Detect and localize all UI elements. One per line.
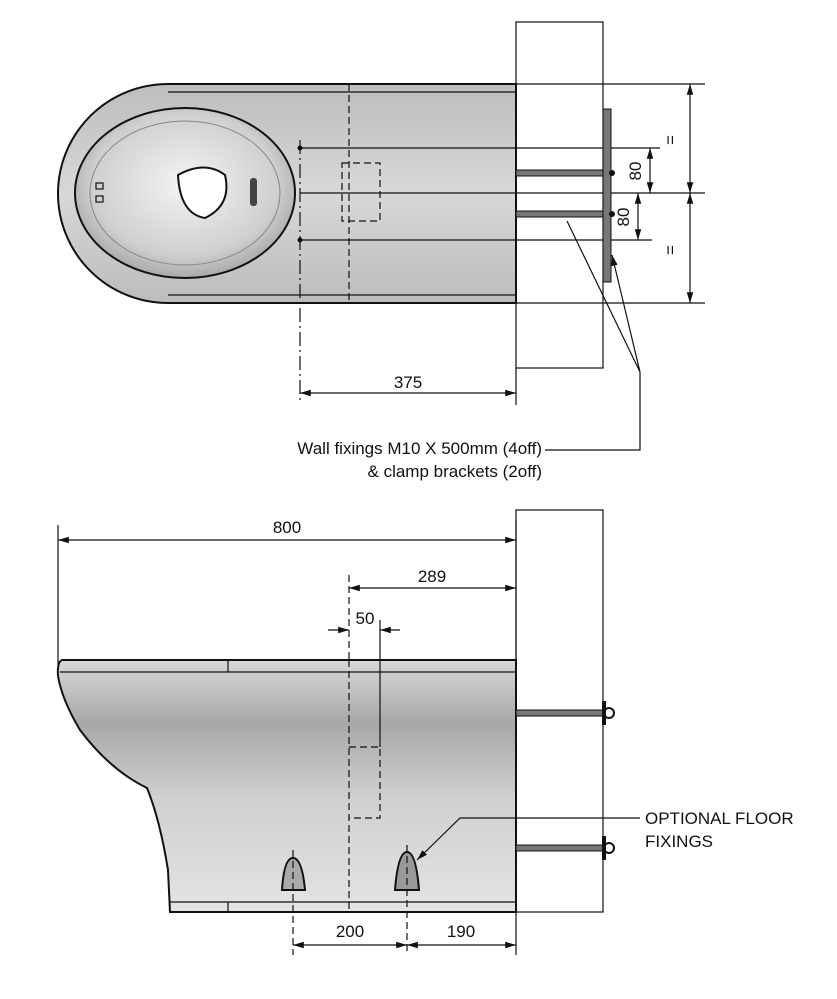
pan-body-side xyxy=(56,659,517,913)
dim-289: 289 xyxy=(418,567,446,586)
outlet-hole xyxy=(176,166,228,220)
plan-view: = = 80 80 375 Wall fixings M10 X 500mm (… xyxy=(57,21,705,481)
rod xyxy=(515,169,604,177)
equal-label-lower: = xyxy=(661,245,680,255)
dim-200: 200 xyxy=(336,922,364,941)
floor-fixings-note-2: FIXINGS xyxy=(645,832,713,851)
clamp-plate xyxy=(602,108,612,283)
dim-80-upper: 80 xyxy=(626,162,645,181)
wall-fixings-note-2: & clamp brackets (2off) xyxy=(368,462,542,481)
equal-label-upper: = xyxy=(661,135,680,145)
side-view: 800 289 50 OPTIONAL FLOOR FIXINGS 200 19… xyxy=(56,509,794,955)
dim-800: 800 xyxy=(273,518,301,537)
dim-190: 190 xyxy=(447,922,475,941)
dim-50: 50 xyxy=(356,609,375,628)
wall xyxy=(515,21,604,369)
wall-fixings-note-1: Wall fixings M10 X 500mm (4off) xyxy=(297,439,542,458)
dim-375: 375 xyxy=(394,373,422,392)
floor-fixings-note-1: OPTIONAL FLOOR xyxy=(645,809,794,828)
rod xyxy=(515,844,604,852)
rod xyxy=(515,210,604,218)
dim-80-lower: 80 xyxy=(614,208,633,227)
rod xyxy=(515,709,604,717)
